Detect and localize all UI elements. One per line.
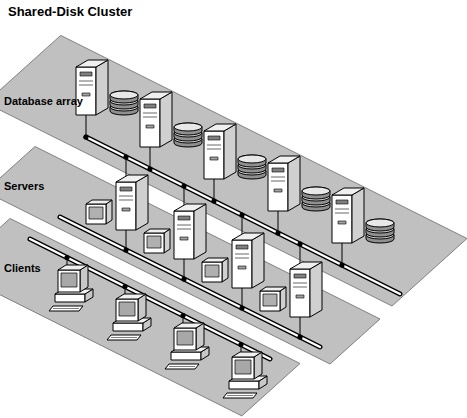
layer-label: Database array [4,95,83,108]
database-server [204,124,236,179]
server-tower [232,233,264,288]
layer-label: Servers [4,180,44,193]
server-tower [290,262,322,317]
diagram-title: Shared-Disk Cluster [8,4,132,20]
disk-stack [110,91,138,115]
server-monitor [202,258,228,282]
server-monitor [260,287,286,311]
database-servers [76,60,394,243]
server-monitor [144,229,170,253]
drop-wires [67,115,342,354]
clients [49,265,267,398]
client-pc [107,294,151,340]
layer-label: Clients [4,262,41,275]
disk-stack [366,219,394,243]
client-pc [165,323,209,369]
disk-stack [302,187,330,211]
disk-stack [238,155,266,179]
disk-stack [174,123,202,147]
server-tower [116,175,148,230]
database-server [268,156,300,211]
client-pc [49,265,93,311]
database-server [140,92,172,147]
client-pc [223,352,267,398]
database-server [332,188,364,243]
server-monitor [86,200,112,224]
server-tower [174,204,206,259]
